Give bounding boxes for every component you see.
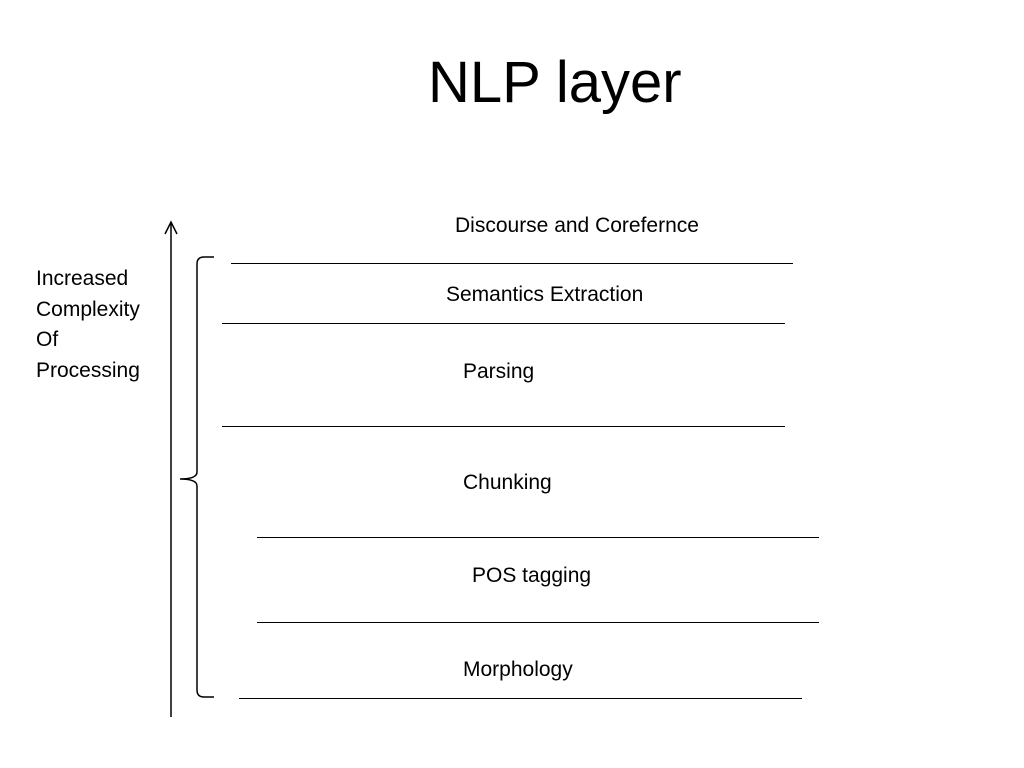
layers-brace [179,256,214,698]
layer-divider [239,698,802,699]
complexity-axis-label: Increased Complexity Of Processing [36,264,140,386]
axis-label-line: Of [36,328,59,351]
axis-label-line: Complexity [36,297,140,321]
layer-divider [257,622,819,623]
layer-label-pos-tagging: POS tagging [472,564,592,587]
layer-divider [222,426,785,427]
layer-divider [222,323,785,324]
layer-label-parsing: Parsing [463,360,535,383]
layer-divider [231,263,793,264]
axis-label-line: Processing [36,358,140,382]
complexity-arrow-head-icon [164,220,178,235]
layer-label-morphology: Morphology [463,658,573,681]
layer-label-chunking: Chunking [463,471,552,494]
layer-divider [257,537,819,538]
slide-title: NLP layer [428,50,682,115]
axis-label-line: Increased [36,267,129,290]
layer-label-semantics: Semantics Extraction [446,283,644,306]
layer-label-discourse: Discourse and Corefernce [455,214,699,237]
